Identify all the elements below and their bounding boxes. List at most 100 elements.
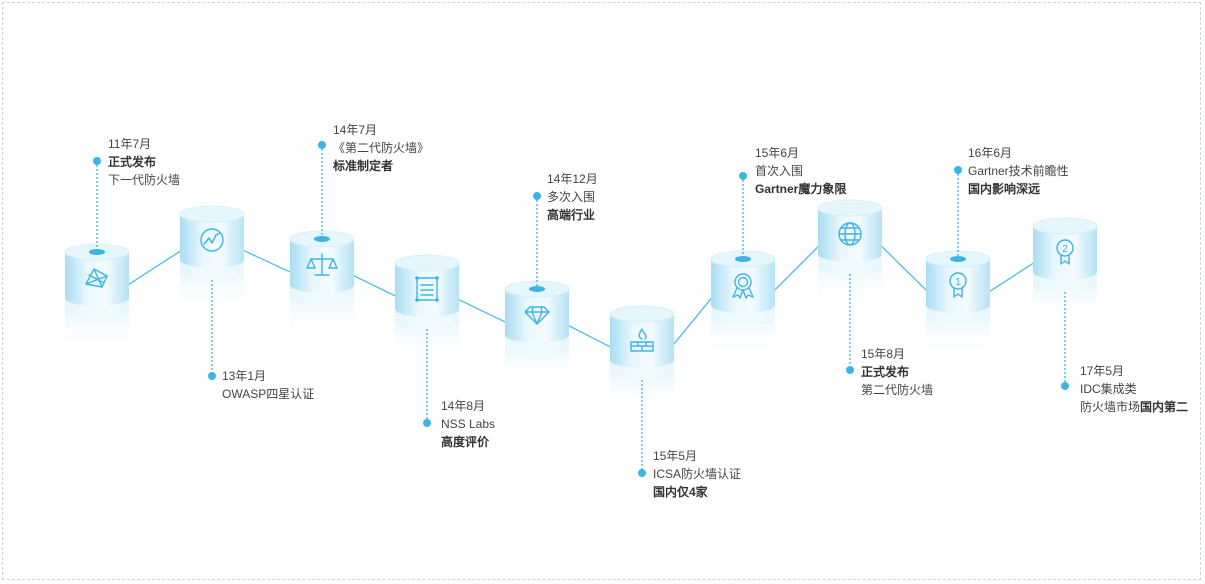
document-list-icon	[415, 276, 439, 302]
connector-line	[454, 297, 510, 325]
connector-line	[349, 273, 400, 299]
anchor-dot	[89, 249, 105, 255]
milestone-text: 防火墙市场国内第二	[1080, 400, 1189, 414]
connector-line	[770, 242, 823, 295]
milestone-text: IDC集成类	[1080, 382, 1137, 396]
milestone-text: ICSA防火墙认证	[653, 467, 742, 481]
cylinder-body	[180, 214, 244, 280]
milestone-text: Gartner魔力象限	[755, 182, 847, 196]
anchor-dot	[735, 256, 751, 262]
anchor-dot	[314, 236, 330, 242]
leader-dot	[954, 166, 962, 174]
cylinder-top	[394, 254, 460, 272]
cylinder-body	[395, 263, 459, 329]
milestone-cylinder	[64, 243, 130, 350]
leader-dot	[1061, 382, 1069, 390]
cylinder-body	[818, 208, 882, 274]
milestone-date: 15年6月	[755, 146, 800, 160]
cylinder-top	[609, 305, 675, 323]
milestone-date: 14年7月	[333, 123, 378, 137]
globe-icon	[838, 222, 862, 246]
cylinder-body	[926, 259, 990, 325]
milestone-date: 11年7月	[108, 137, 152, 151]
leader	[1061, 292, 1069, 390]
cylinder-top	[1032, 217, 1098, 235]
cylinder-base-band	[65, 298, 129, 318]
connector-line	[124, 248, 185, 288]
award-ribbon-icon	[732, 273, 754, 299]
cylinder-base-band	[180, 260, 244, 280]
leader-dot	[638, 469, 646, 477]
milestone-cylinder	[817, 199, 883, 306]
milestone-label: 15年6月首次入围 Gartner魔力象限	[755, 144, 846, 198]
cylinder-base-band	[926, 305, 990, 325]
milestone-label: 14年7月《第二代防火墙》标准制定者	[333, 121, 429, 175]
leader	[846, 274, 854, 374]
milestone-text: 正式发布	[108, 155, 157, 169]
milestone-text: 高端行业	[547, 208, 596, 222]
cylinder-base-band	[290, 285, 354, 305]
milestone-text: 正式发布	[861, 365, 910, 379]
cylinder-body	[65, 252, 129, 318]
medal-number: 2	[1062, 244, 1068, 255]
network-icon	[85, 268, 108, 288]
medal-second-icon: 2	[1056, 239, 1074, 265]
leader-dot	[93, 157, 101, 165]
leader-dot	[208, 372, 216, 380]
leader	[735, 172, 751, 262]
milestone-cylinder	[394, 254, 460, 361]
connector-line	[669, 293, 716, 350]
balance-scale-icon	[306, 253, 338, 276]
milestone-cylinder	[504, 280, 570, 387]
leader	[208, 280, 216, 380]
cylinder-top	[817, 199, 883, 217]
milestone-text: 标准制定者	[333, 159, 394, 173]
medal-number: 1	[955, 277, 961, 288]
cylinder-base-band	[505, 335, 569, 355]
milestone-date: 15年5月	[653, 449, 698, 463]
medal-first-icon: 1	[949, 272, 967, 298]
cylinder-base-band	[1033, 272, 1097, 292]
connector-line	[985, 260, 1038, 295]
leader	[529, 192, 545, 292]
milestone-text: 多次入围	[547, 190, 596, 204]
milestone-text: 国内仅4家	[653, 485, 708, 499]
milestone-text: 首次入围	[755, 164, 804, 178]
leader	[950, 166, 966, 262]
anchor-dot	[950, 256, 966, 262]
milestone-text: 国内影响深远	[968, 182, 1041, 196]
milestone-text: NSS Labs	[441, 417, 496, 431]
leader-dot	[533, 192, 541, 200]
milestone-label: 11年7月正式发布下一代防火墙	[108, 135, 180, 189]
cylinder-body	[1033, 226, 1097, 292]
leader	[89, 157, 105, 255]
anchor-dot	[529, 286, 545, 292]
growth-chart-icon	[200, 228, 224, 252]
milestone-cylinder	[289, 230, 355, 337]
milestone-text: Gartner技术前瞻性	[968, 164, 1069, 178]
milestone-cylinder	[710, 250, 776, 357]
leader	[423, 329, 431, 427]
cylinder-base-band	[711, 305, 775, 325]
milestone-cylinder	[609, 305, 675, 412]
connector-line	[877, 242, 931, 295]
milestone-label: 17年5月 IDC集成类防火墙市场国内第二	[1080, 362, 1188, 416]
firewall-icon	[630, 328, 654, 352]
milestone-label: 14年12月多次入围高端行业	[547, 170, 598, 224]
milestone-text-bold: 国内第二	[1140, 400, 1189, 414]
cylinder-base-band	[395, 309, 459, 329]
milestone-label: 15年5月 ICSA防火墙认证国内仅4家	[653, 447, 741, 501]
milestone-date: 15年8月	[861, 347, 906, 361]
milestone-date: 17年5月	[1080, 364, 1125, 378]
leader	[314, 141, 330, 242]
milestone-text: OWASP四星认证	[222, 387, 315, 401]
diamond-icon	[524, 306, 550, 325]
leader-dot	[739, 172, 747, 180]
milestone-label: 15年8月正式发布第二代防火墙	[861, 345, 933, 399]
milestone-text: 第二代防火墙	[861, 383, 934, 397]
milestone-text: 《第二代防火墙》	[333, 141, 430, 155]
